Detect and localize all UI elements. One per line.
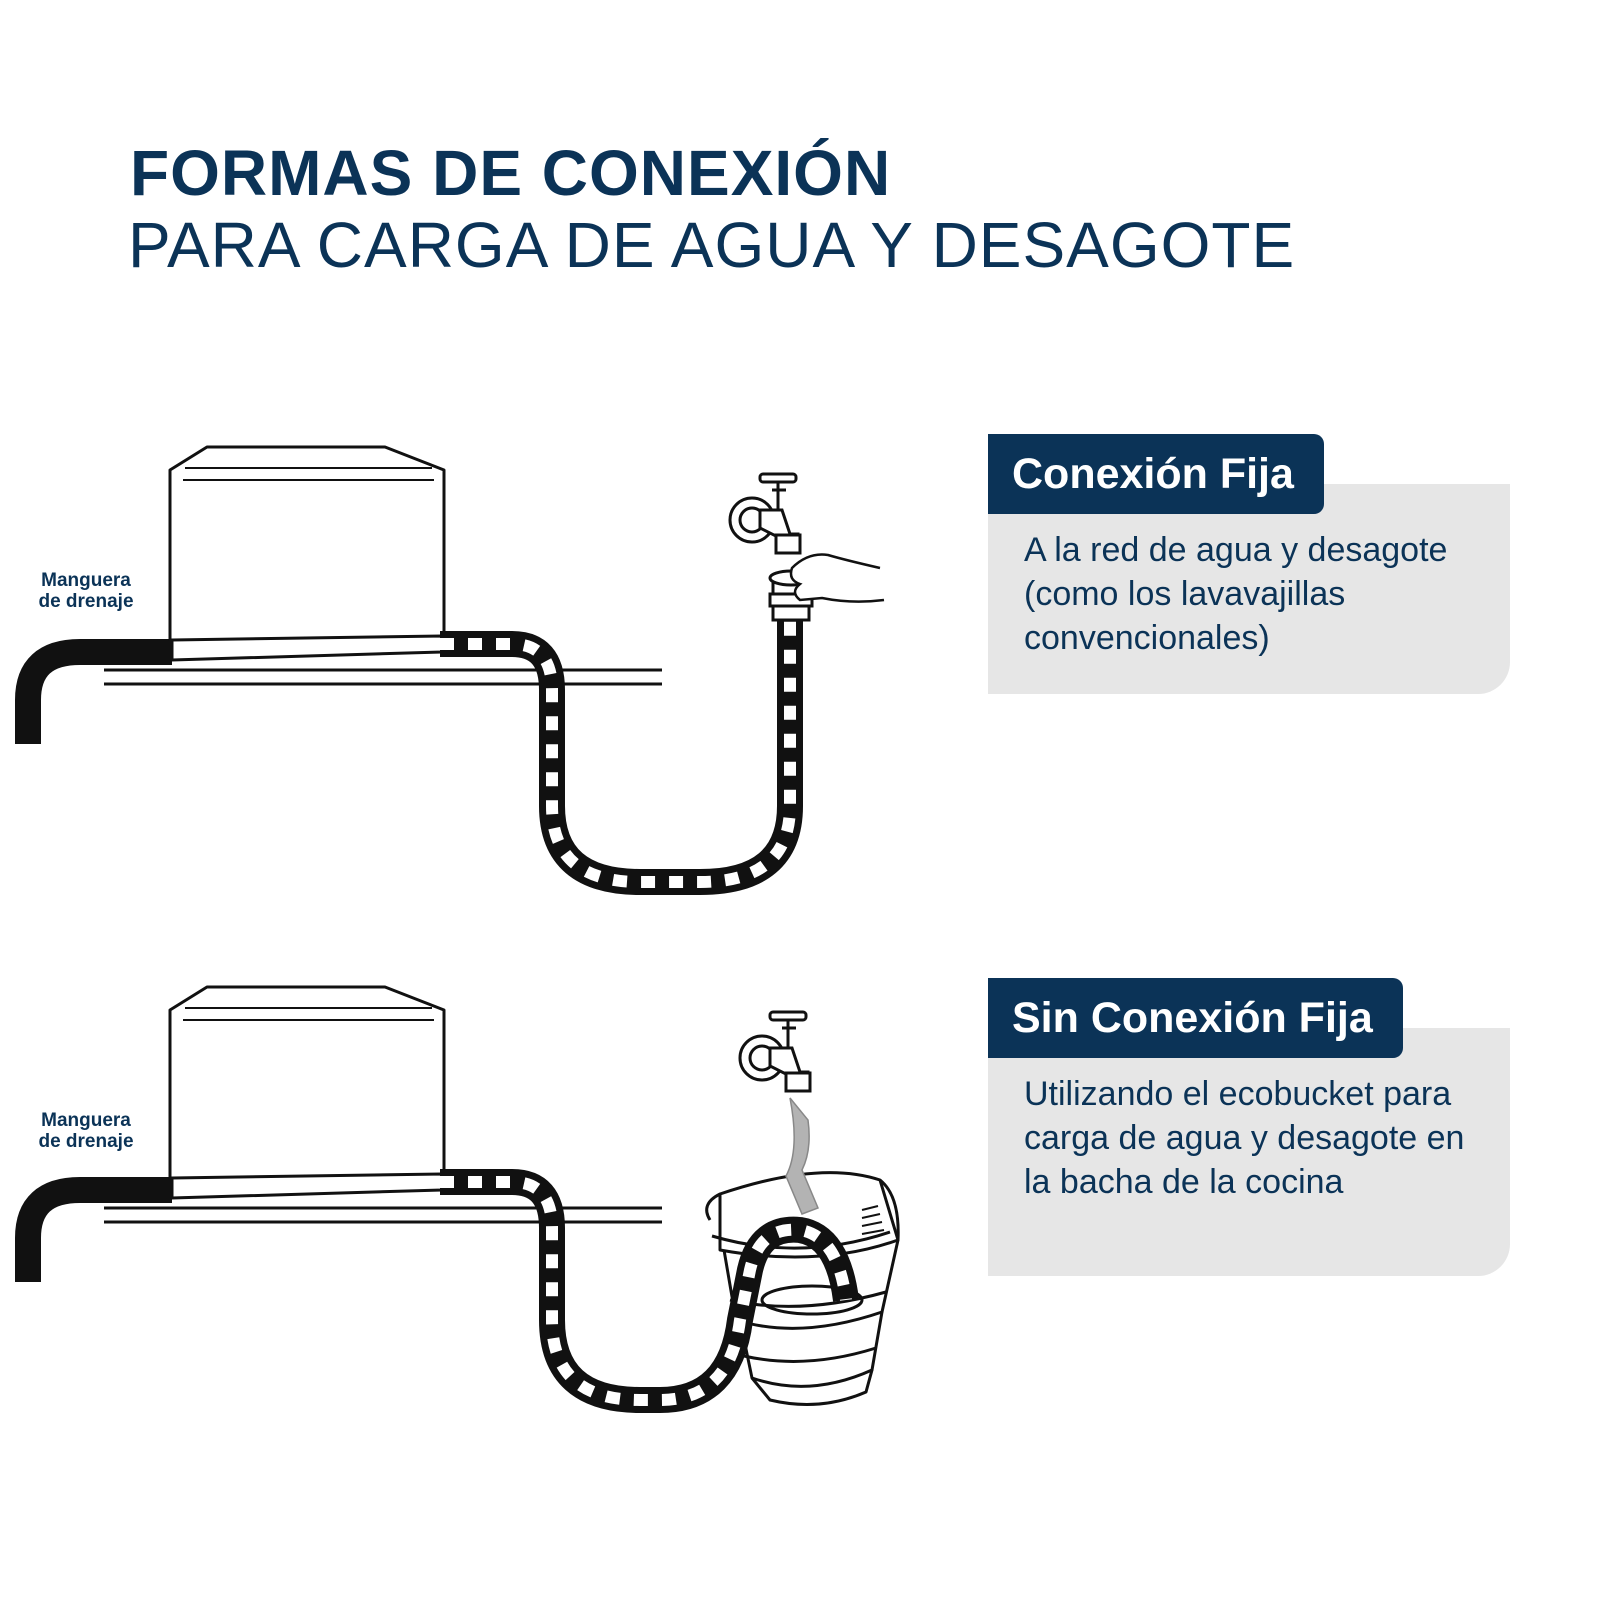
dishwasher-icon [168,445,446,662]
page-subtitle: PARA CARGA DE AGUA Y DESAGOTE [128,209,1296,281]
drain-hose-icon [15,639,172,744]
no-fixed-connection-description-box [988,1028,1510,1276]
drain-hose-label: Manguera de drenaje [16,570,156,612]
countertop-lines [104,668,662,686]
page-title: FORMAS DE CONEXIÓN [130,137,892,209]
drain-hose-label-line2: de drenaje [38,591,134,612]
inlet-hose-icon [440,1169,859,1413]
countertop-lines [104,1206,662,1224]
ecobucket-rim [705,1178,900,1241]
water-tap-icon [728,472,802,555]
fixed-connection-description: A la red de agua y desagote (como los la… [1024,531,1448,657]
no-fixed-connection-tab: Sin Conexión Fija [988,978,1403,1058]
fixed-connection-tab: Conexión Fija [988,434,1324,514]
hand-icon [789,553,885,603]
dishwasher-icon [168,985,446,1200]
water-tap-icon [738,1010,812,1093]
inlet-hose-icon [440,620,803,895]
no-fixed-connection-description: Utilizando el ecobucket para carga de ag… [1024,1075,1465,1201]
drain-hose-label-line2: de drenaje [38,1131,134,1152]
fixed-connection-description-box [988,484,1510,694]
drain-hose-label-line1: Manguera [41,570,131,591]
panel-ecobucket-illustration [15,985,900,1413]
panel-fixed-illustration [15,445,885,895]
water-stream-icon [785,1097,819,1215]
drain-hose-label-line1: Manguera [41,1110,131,1131]
drain-hose-icon [15,1177,172,1282]
drain-hose-label: Manguera de drenaje [16,1110,156,1152]
